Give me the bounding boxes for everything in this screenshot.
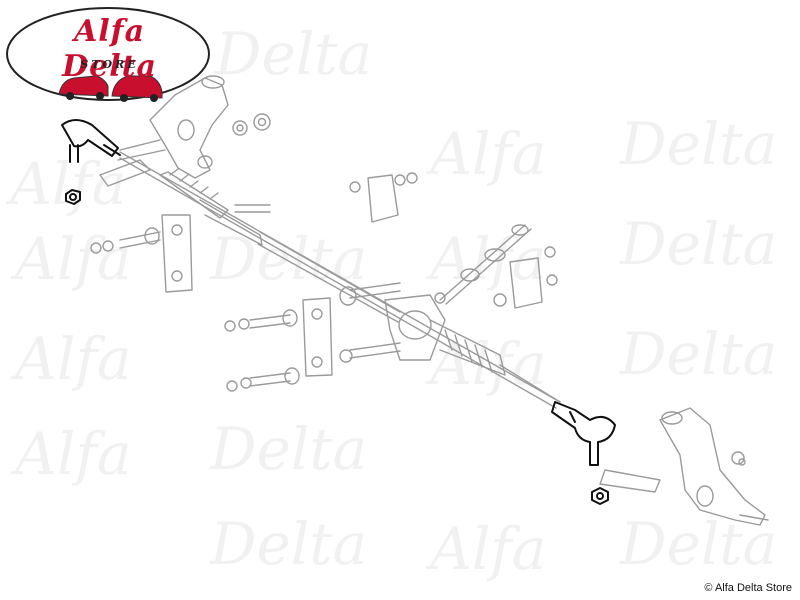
watermark-alfa: Alfa — [430, 120, 547, 188]
right-tie-rod-end[interactable] — [551, 401, 616, 466]
logo-title: Alfa Delta — [62, 14, 157, 84]
left-ball-joint-nut[interactable] — [65, 189, 81, 205]
left-tie-rod-end[interactable] — [61, 119, 121, 163]
watermark-alfa: Alfa — [15, 225, 132, 293]
steering-rack — [119, 151, 561, 409]
left-nuts — [232, 113, 271, 136]
right-steering-knuckle — [599, 407, 769, 526]
copyright-notice: © Alfa Delta Store — [704, 582, 792, 594]
bolts — [90, 172, 558, 392]
watermark-alfa: Alfa — [430, 515, 547, 583]
logo-oval — [6, 7, 210, 102]
right-ball-joint-nut[interactable] — [591, 487, 609, 505]
watermark-delta: Delta — [620, 320, 778, 388]
pinion-shaft — [439, 224, 532, 305]
watermark-delta: Delta — [210, 510, 368, 578]
watermark-delta: Delta — [210, 225, 368, 293]
logo-subtitle: STORE — [80, 58, 139, 71]
watermark-delta: Delta — [210, 415, 368, 483]
watermark-delta: Delta — [215, 20, 373, 88]
car-icons — [58, 75, 163, 102]
watermark-alfa: Alfa — [15, 420, 132, 488]
left-steering-knuckle — [99, 75, 229, 187]
watermark-alfa: Alfa — [15, 325, 132, 393]
watermark-delta: Delta — [620, 210, 778, 278]
clamp-brackets — [161, 174, 543, 377]
watermark-delta: Delta — [620, 510, 778, 578]
watermark-delta: Delta — [620, 110, 778, 178]
